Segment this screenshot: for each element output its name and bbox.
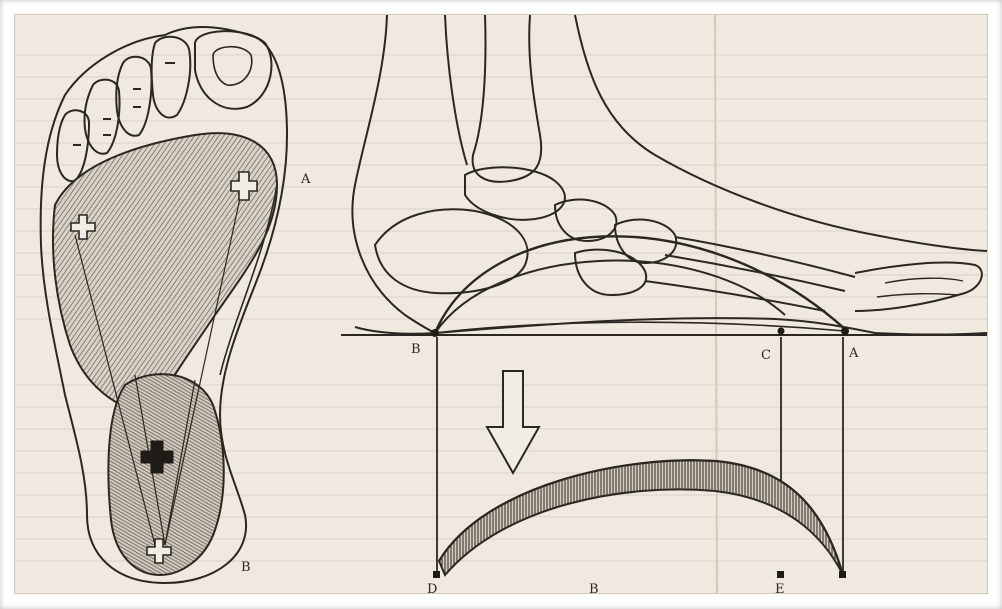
- label-bottom-mid: E: [775, 582, 785, 593]
- bottom-points: [433, 571, 846, 578]
- page-fold-line: [715, 15, 717, 593]
- label-front-point: A: [848, 346, 859, 361]
- metatarsal-3: [645, 281, 825, 311]
- foot-side-drawing: [352, 15, 987, 335]
- big-toe: [195, 31, 272, 109]
- cuboid-bone: [575, 250, 646, 295]
- leg-back-outline: [352, 15, 435, 333]
- foot-arch-diagram: A B: [15, 15, 987, 593]
- label-heel-left: B: [241, 560, 251, 575]
- scanned-figure: A B: [14, 14, 988, 594]
- arch-curves: [435, 236, 845, 333]
- metatarsal-2: [665, 255, 845, 291]
- label-bottom-center: B: [589, 582, 599, 593]
- toes-side: [855, 263, 982, 311]
- navicular-bone: [555, 200, 616, 241]
- label-heel-point: B: [411, 342, 421, 357]
- heel-pressure-area: [108, 374, 223, 575]
- big-toe-nail: [213, 47, 252, 85]
- tibia-bone: [473, 15, 542, 182]
- label-bottom-left: D: [427, 582, 437, 593]
- label-front-left: A: [300, 172, 311, 187]
- arrow-down-icon: [487, 371, 539, 473]
- flattened-arch-band: [439, 460, 843, 575]
- toe-3: [116, 57, 151, 136]
- label-mid-point: C: [761, 348, 771, 363]
- leg-front-outline: [575, 15, 987, 251]
